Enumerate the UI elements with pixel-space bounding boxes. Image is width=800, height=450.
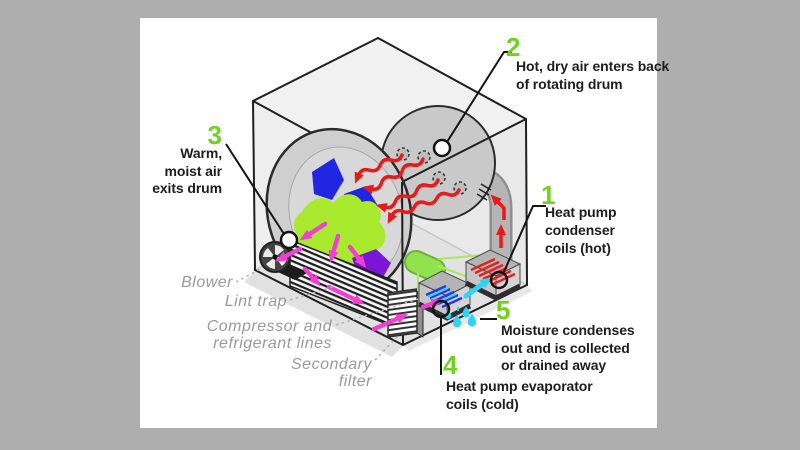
callout-3-text: Warm, moist air exits drum — [152, 145, 222, 196]
part-label-compressor: Compressor and refrigerant lines — [206, 318, 332, 352]
part-label-blower: Blower — [181, 274, 233, 291]
secondary-filter — [387, 288, 424, 338]
callout-4-number: 4 — [443, 350, 458, 380]
callout-1-text: Heat pump condenser coils (hot) — [545, 204, 617, 256]
callout-5-text: Moisture condenses out and is collected … — [501, 322, 635, 373]
callout-markers — [279, 138, 509, 319]
callout-2-number: 2 — [506, 32, 521, 62]
compressor — [404, 250, 446, 282]
part-label-secondary-filter: Secondary filter — [291, 356, 372, 390]
moist-air-flow-arrows — [275, 221, 444, 332]
part-label-lint-trap: Lint trap — [224, 293, 287, 310]
cabinet-shadow — [244, 271, 533, 357]
water-droplets-icon — [444, 305, 477, 328]
callout-2-text: Hot, dry air enters back of rotating dru… — [516, 58, 670, 92]
hot-air-duct-arrows — [490, 194, 506, 248]
callout-4-text: Heat pump evaporator coils (cold) — [446, 378, 593, 412]
duct-vent-ticks — [476, 183, 492, 201]
callout-1-number: 1 — [541, 180, 556, 210]
callout-lines — [225, 51, 546, 375]
blower-fan-icon — [259, 241, 307, 280]
label-leader-lines — [235, 267, 419, 361]
callout-5-number: 5 — [496, 295, 511, 325]
callout-3-number: 3 — [207, 120, 222, 150]
condensed-air-arrow — [463, 277, 493, 299]
